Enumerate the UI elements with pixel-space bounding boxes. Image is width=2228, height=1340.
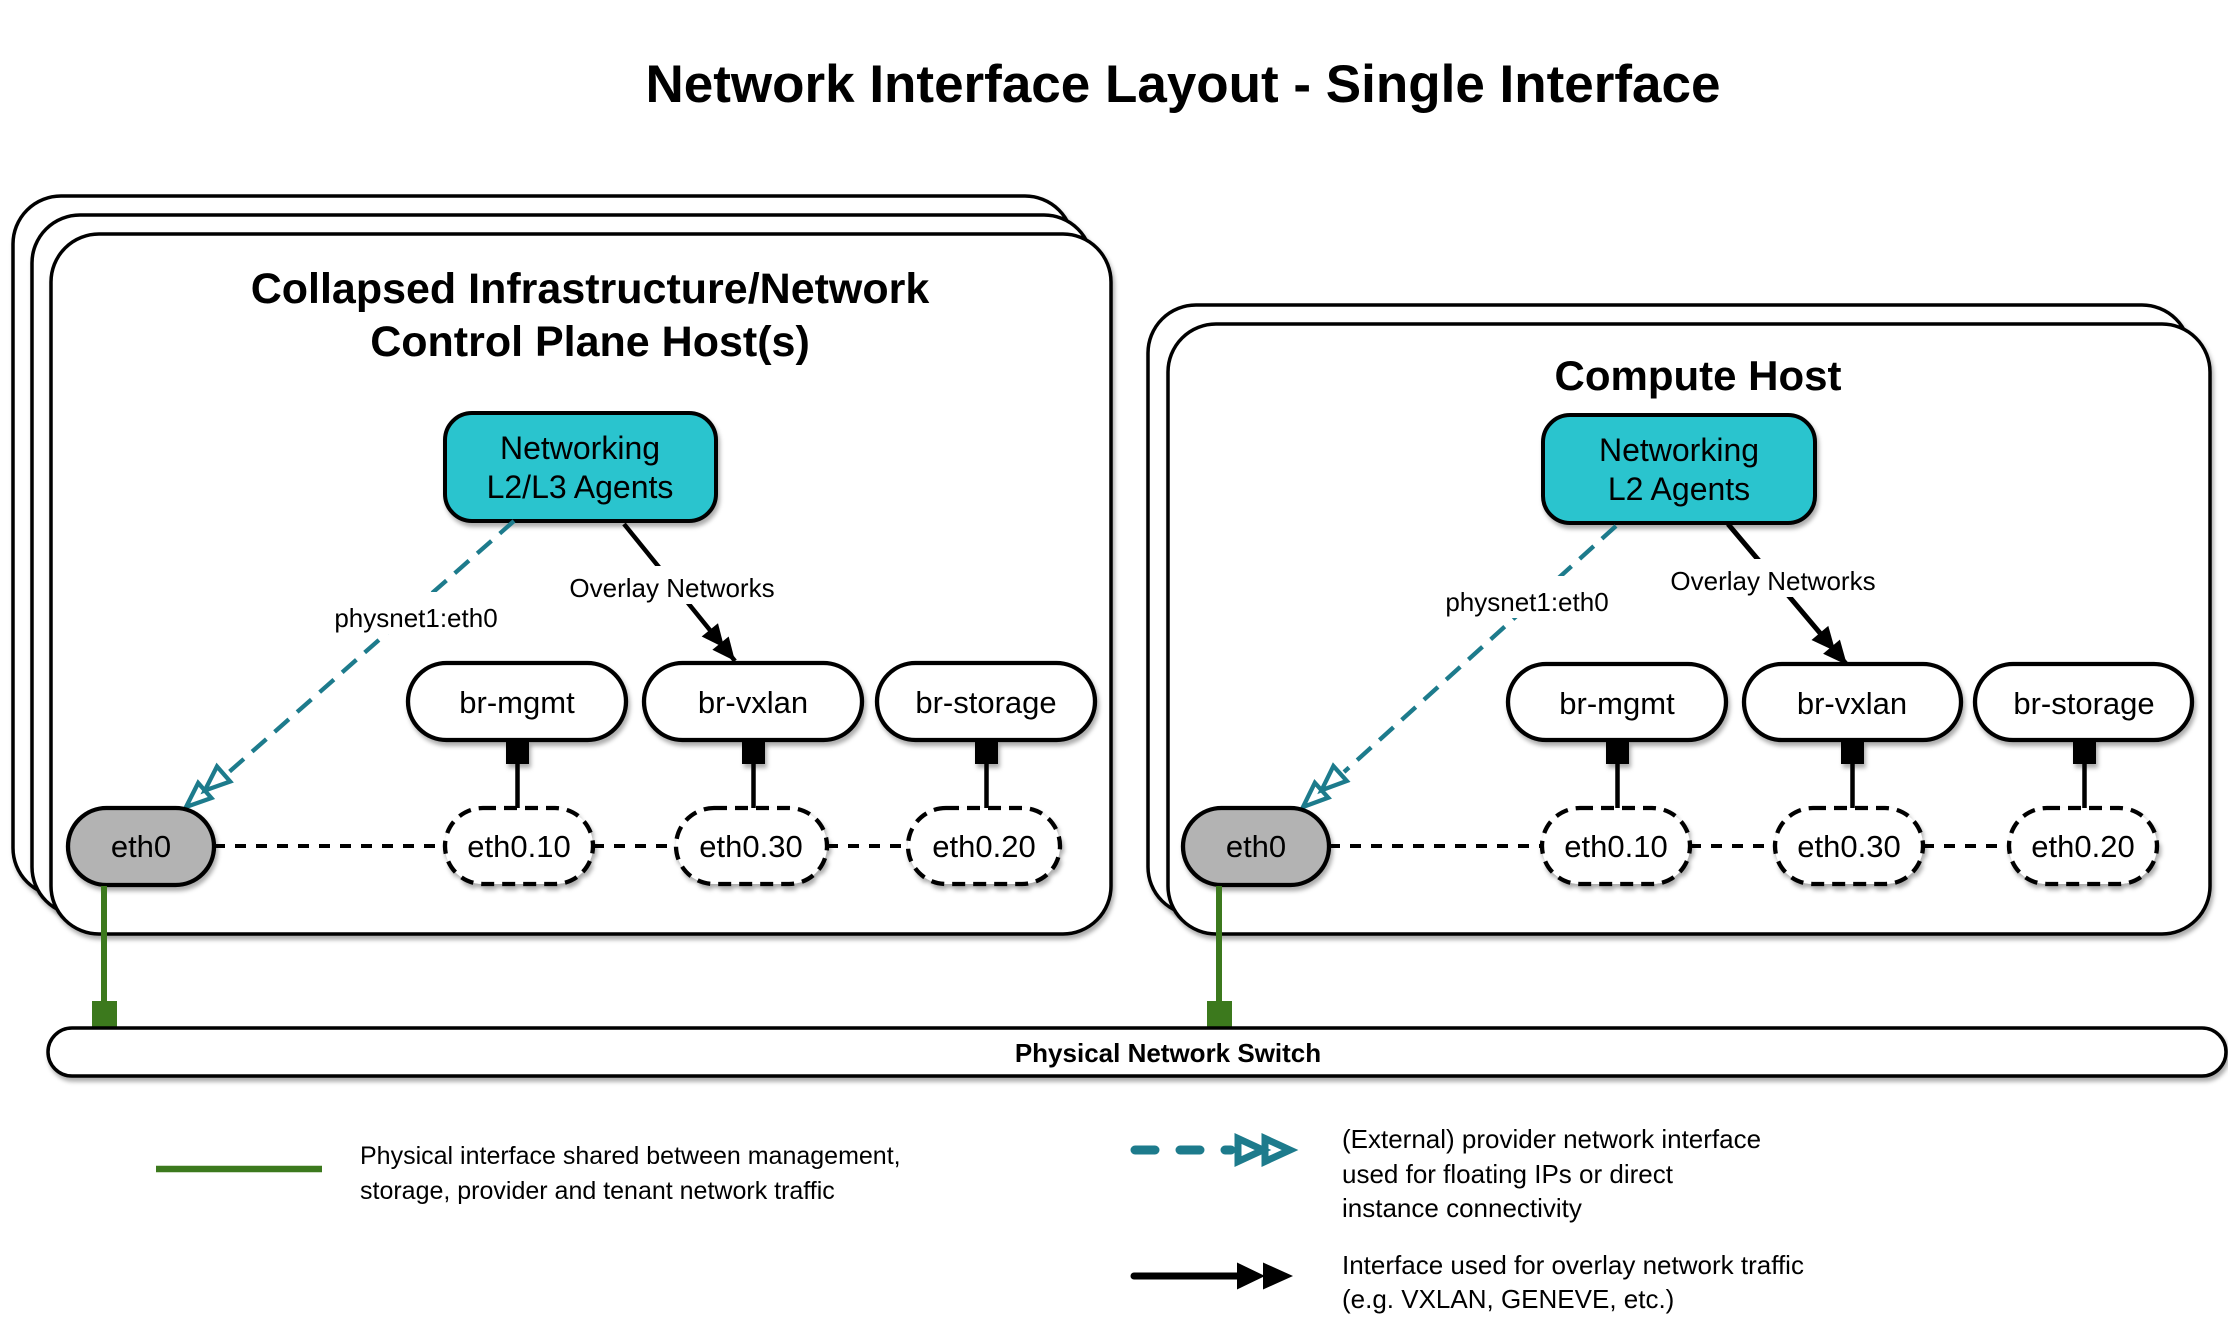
svg-text:Networking: Networking	[500, 430, 660, 466]
svg-text:Overlay Networks: Overlay Networks	[1670, 566, 1875, 596]
svg-text:(External) provider network in: (External) provider network interface	[1342, 1124, 1761, 1154]
svg-text:instance connectivity: instance connectivity	[1342, 1193, 1582, 1223]
svg-text:eth0: eth0	[111, 829, 171, 864]
svg-text:Interface used for overlay net: Interface used for overlay network traff…	[1342, 1250, 1804, 1280]
svg-text:br-storage: br-storage	[915, 685, 1056, 720]
svg-text:Collapsed Infrastructure/Netwo: Collapsed Infrastructure/Network	[251, 265, 930, 313]
svg-text:L2 Agents: L2 Agents	[1608, 471, 1750, 507]
svg-text:physnet1:eth0: physnet1:eth0	[334, 603, 497, 633]
svg-text:br-vxlan: br-vxlan	[1797, 686, 1907, 721]
svg-text:Physical Network Switch: Physical Network Switch	[1015, 1038, 1321, 1068]
svg-text:Networking: Networking	[1599, 432, 1759, 468]
svg-text:used for floating IPs or direc: used for floating IPs or direct	[1342, 1159, 1674, 1189]
svg-text:Compute Host: Compute Host	[1555, 352, 1842, 399]
svg-text:eth0.10: eth0.10	[467, 829, 570, 864]
svg-text:physnet1:eth0: physnet1:eth0	[1445, 587, 1608, 617]
svg-text:Control Plane Host(s): Control Plane Host(s)	[370, 318, 810, 366]
svg-text:br-mgmt: br-mgmt	[1559, 686, 1675, 721]
svg-text:Network Interface Layout - Sin: Network Interface Layout - Single Interf…	[646, 55, 1721, 114]
svg-text:eth0.20: eth0.20	[2031, 829, 2134, 864]
svg-text:eth0: eth0	[1226, 829, 1286, 864]
svg-text:eth0.10: eth0.10	[1564, 829, 1667, 864]
svg-text:L2/L3 Agents: L2/L3 Agents	[487, 469, 674, 505]
svg-text:Physical interface shared betw: Physical interface shared between manage…	[360, 1142, 901, 1170]
svg-text:br-vxlan: br-vxlan	[698, 685, 808, 720]
svg-text:br-mgmt: br-mgmt	[459, 685, 575, 720]
svg-text:br-storage: br-storage	[2013, 686, 2154, 721]
svg-text:eth0.30: eth0.30	[699, 829, 802, 864]
svg-text:(e.g. VXLAN, GENEVE, etc.): (e.g. VXLAN, GENEVE, etc.)	[1342, 1284, 1674, 1314]
svg-text:eth0.30: eth0.30	[1797, 829, 1900, 864]
svg-text:storage, provider and tenant n: storage, provider and tenant network tra…	[360, 1177, 835, 1205]
svg-text:eth0.20: eth0.20	[932, 829, 1035, 864]
svg-text:Overlay Networks: Overlay Networks	[569, 573, 774, 603]
